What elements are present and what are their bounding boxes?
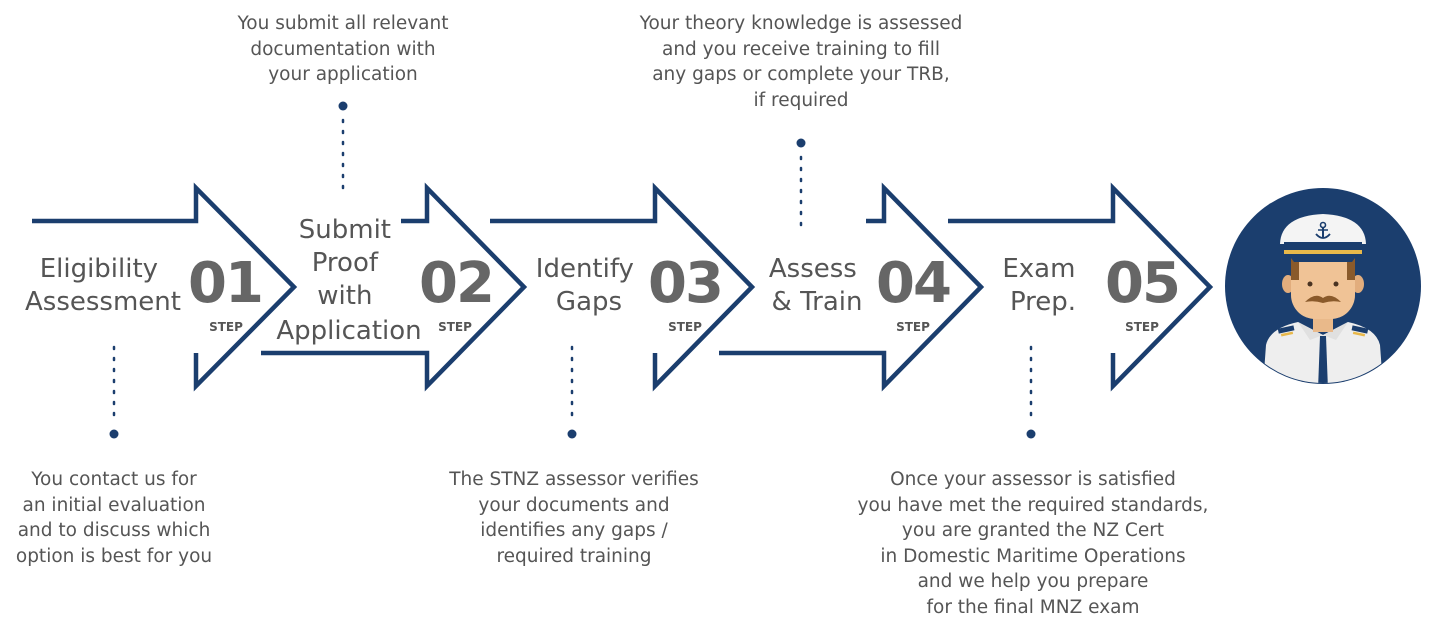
step-4-number: 04 [876, 251, 950, 316]
step-5-label: STEP [1125, 320, 1159, 334]
step-2-title-line: Proof [312, 248, 379, 278]
description-line: for the final MNZ exam [830, 595, 1236, 620]
description-line: and to discuss which [0, 518, 228, 544]
step-5: Exam Prep. 05 STEP [948, 188, 1210, 439]
step-2: Submit Proof with Application 02 STEP [261, 102, 524, 387]
step-1-title-line: Assessment [25, 287, 181, 317]
step-3: Identify Gaps 03 STEP [490, 188, 752, 439]
step-4-connector [797, 139, 806, 230]
step-1-connector [110, 347, 119, 439]
description-line: documentation with [218, 37, 468, 63]
step-5-description: Once your assessor is satisfied you have… [830, 467, 1236, 620]
description-line: you are granted the NZ Cert [830, 518, 1236, 544]
step-3-description: The STNZ assessor verifies your document… [428, 467, 720, 569]
description-line: and we help you prepare [830, 569, 1236, 595]
step-1: Eligibility Assessment 01 STEP [25, 188, 294, 439]
step-3-number: 03 [648, 251, 722, 316]
step-5-connector [1027, 347, 1036, 439]
step-5-title-line: Prep. [1010, 287, 1076, 317]
description-line: in Domestic Maritime Operations [830, 544, 1236, 570]
description-line: option is best for you [0, 544, 228, 570]
step-2-connector [339, 102, 348, 193]
step-4-label: STEP [896, 320, 930, 334]
step-1-label: STEP [209, 320, 243, 334]
step-2-title-line: Application [276, 316, 421, 346]
description-line: Once your assessor is satisfied [830, 467, 1236, 493]
step-2-description: You submit all relevant documentation wi… [218, 11, 468, 88]
step-4-title: Assess & Train [769, 254, 865, 317]
step-1-title-line: Eligibility [40, 254, 158, 284]
step-4: Assess & Train 04 STEP [719, 139, 981, 387]
step-4-title-line: & Train [772, 287, 863, 317]
step-5-title-line: Exam [1002, 254, 1075, 284]
step-4-title-line: Assess [769, 254, 857, 284]
description-line: required training [428, 544, 720, 570]
step-2-label: STEP [438, 320, 472, 334]
step-1-description: You contact us for an initial evaluation… [0, 467, 228, 569]
description-line: your documents and [428, 493, 720, 519]
step-2-title-line: with [317, 281, 372, 311]
step-2-number: 02 [419, 251, 493, 316]
step-3-label: STEP [668, 320, 702, 334]
description-line: You submit all relevant [218, 11, 468, 37]
description-line: an initial evaluation [0, 493, 228, 519]
step-3-title-line: Identify [536, 254, 634, 284]
description-line: identifies any gaps / [428, 518, 720, 544]
step-1-number: 01 [188, 251, 262, 316]
step-1-title: Eligibility Assessment [25, 254, 181, 317]
description-line: your application [218, 62, 468, 88]
description-line: you have met the required standards, [830, 493, 1236, 519]
step-5-number: 05 [1105, 251, 1179, 316]
step-2-title-line: Submit [299, 215, 391, 245]
step-3-title-line: Gaps [556, 287, 622, 317]
description-line: You contact us for [0, 467, 228, 493]
description-line: and you receive training to fill [616, 37, 986, 63]
step-3-connector [568, 347, 577, 439]
description-line: if required [616, 88, 986, 114]
description-line: any gaps or complete your TRB, [616, 62, 986, 88]
step-2-title: Submit Proof with Application [276, 215, 421, 346]
description-line: The STNZ assessor verifies [428, 467, 720, 493]
ship-captain-icon [1225, 188, 1421, 400]
description-line: Your theory knowledge is assessed [616, 11, 986, 37]
step-4-description: Your theory knowledge is assessed and yo… [616, 11, 986, 113]
step-3-title: Identify Gaps [536, 254, 642, 317]
step-5-title: Exam Prep. [1002, 254, 1083, 317]
